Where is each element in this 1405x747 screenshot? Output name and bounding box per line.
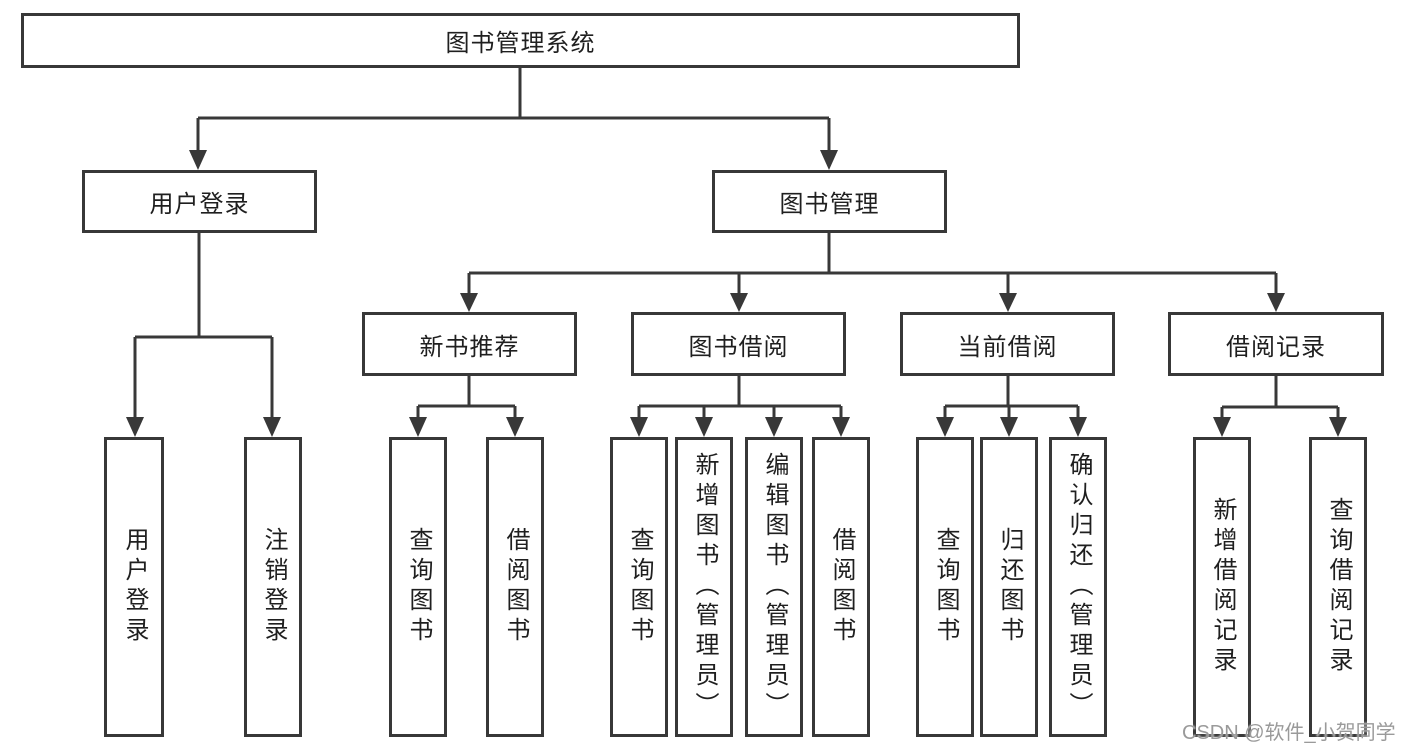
leaf-add-borrow-record: 新增借阅记录 xyxy=(1193,437,1251,737)
leaf-confirm-return-admin-label: 确认归还（管理员） xyxy=(1065,452,1092,722)
leaf-borrow-books-recommend-label: 借阅图书 xyxy=(502,527,529,647)
node-book-borrow-label: 图书借阅 xyxy=(688,333,789,361)
leaf-logout-label: 注销登录 xyxy=(260,527,287,647)
leaf-user-login: 用户登录 xyxy=(104,437,164,737)
node-current-borrow: 当前借阅 xyxy=(900,312,1115,376)
leaf-logout: 注销登录 xyxy=(244,437,302,737)
leaf-borrow-books: 借阅图书 xyxy=(812,437,870,737)
node-borrow-records: 借阅记录 xyxy=(1168,312,1384,376)
node-book-management: 图书管理 xyxy=(712,170,947,233)
node-user-login-label: 用户登录 xyxy=(149,191,250,218)
leaf-user-login-label: 用户登录 xyxy=(121,527,148,647)
leaf-add-book-admin: 新增图书（管理员） xyxy=(675,437,733,737)
leaf-query-books-borrow-label: 查询图书 xyxy=(626,527,653,647)
leaf-query-books-recommend-label: 查询图书 xyxy=(405,527,432,647)
node-book-borrow: 图书借阅 xyxy=(631,312,846,376)
node-user-login: 用户登录 xyxy=(82,170,317,233)
node-new-book-recommend-label: 新书推荐 xyxy=(419,333,520,361)
leaf-query-books-current: 查询图书 xyxy=(916,437,974,737)
leaf-query-borrow-record: 查询借阅记录 xyxy=(1309,437,1367,737)
leaf-borrow-books-recommend: 借阅图书 xyxy=(486,437,544,737)
leaf-add-borrow-record-label: 新增借阅记录 xyxy=(1209,497,1236,677)
leaf-return-book-label: 归还图书 xyxy=(996,527,1023,647)
leaf-return-book: 归还图书 xyxy=(980,437,1038,737)
leaf-query-books-borrow: 查询图书 xyxy=(610,437,668,737)
leaf-confirm-return-admin: 确认归还（管理员） xyxy=(1049,437,1107,737)
leaf-edit-book-admin: 编辑图书（管理员） xyxy=(745,437,803,737)
leaf-query-borrow-record-label: 查询借阅记录 xyxy=(1325,497,1352,677)
node-library-system: 图书管理系统 xyxy=(21,13,1020,68)
node-book-management-label: 图书管理 xyxy=(779,191,880,218)
leaf-add-book-admin-label: 新增图书（管理员） xyxy=(691,452,718,722)
leaf-query-books-current-label: 查询图书 xyxy=(932,527,959,647)
node-new-book-recommend: 新书推荐 xyxy=(362,312,577,376)
node-current-borrow-label: 当前借阅 xyxy=(957,333,1058,361)
leaf-edit-book-admin-label: 编辑图书（管理员） xyxy=(761,452,788,722)
csdn-watermark: CSDN @软件_小贺同学 xyxy=(1182,722,1396,744)
leaf-borrow-books-label: 借阅图书 xyxy=(828,527,855,647)
node-library-system-label: 图书管理系统 xyxy=(445,30,596,57)
node-borrow-records-label: 借阅记录 xyxy=(1226,333,1326,361)
leaf-query-books-recommend: 查询图书 xyxy=(389,437,447,737)
